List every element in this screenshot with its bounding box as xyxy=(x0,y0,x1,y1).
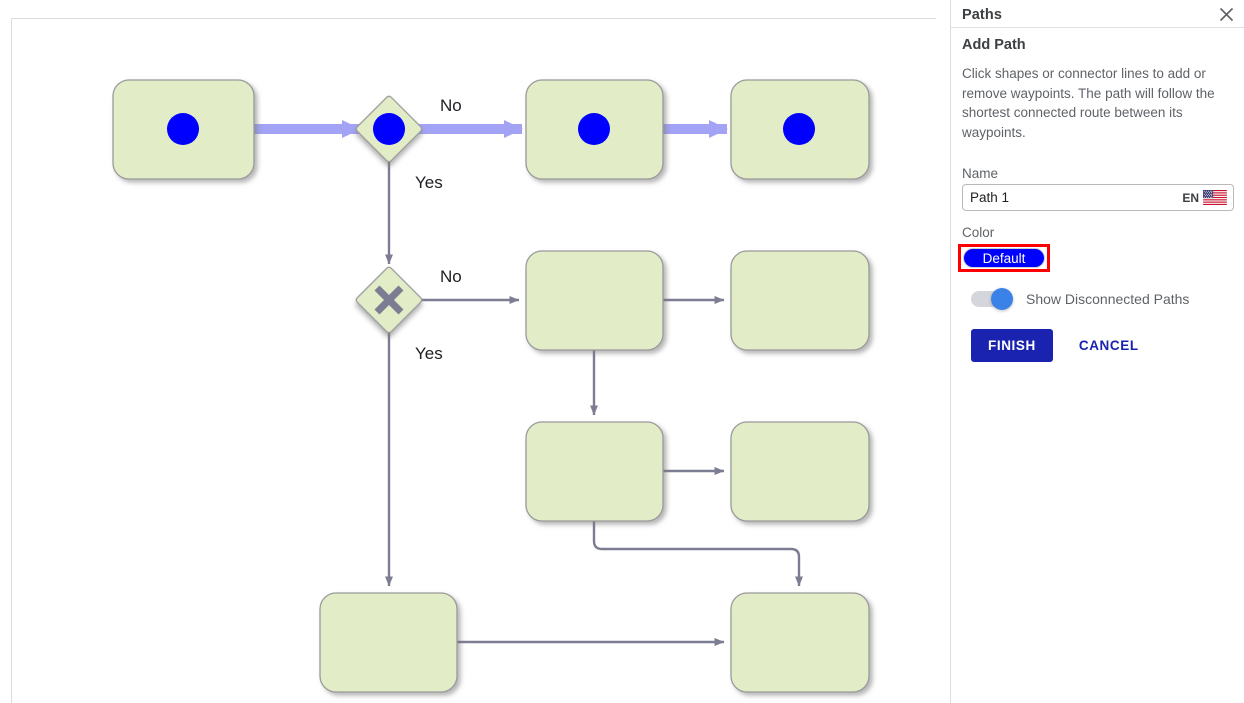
edge-label-yes-1: Yes xyxy=(415,173,443,192)
shape-task-4-1[interactable] xyxy=(319,592,458,693)
show-disconnected-paths-toggle[interactable] xyxy=(971,288,1013,310)
name-field-wrapper[interactable]: EN xyxy=(962,184,1234,211)
show-disconnected-paths-row[interactable]: Show Disconnected Paths xyxy=(971,288,1230,310)
flowchart-diagram[interactable]: No Yes No Yes xyxy=(0,0,950,703)
color-swatch-button[interactable]: Default xyxy=(963,248,1045,268)
panel-title: Paths xyxy=(962,7,1002,23)
waypoint-marker[interactable] xyxy=(578,113,610,145)
finish-button[interactable]: FINISH xyxy=(971,329,1053,362)
shape-task-2-2[interactable] xyxy=(730,250,870,351)
panel-header: Paths xyxy=(951,0,1244,28)
diagram-canvas[interactable]: No Yes No Yes xyxy=(0,0,950,703)
shape-task-1-1[interactable] xyxy=(112,79,255,180)
close-icon[interactable] xyxy=(1214,2,1238,26)
canvas-vertical-scrollbar[interactable] xyxy=(936,0,950,703)
shape-gateway-2[interactable] xyxy=(355,266,423,334)
panel-action-buttons: FINISH CANCEL xyxy=(971,329,1230,362)
language-code-label: EN xyxy=(1182,190,1199,205)
name-input[interactable] xyxy=(970,185,1183,210)
shape-task-2-1[interactable] xyxy=(525,250,664,351)
shape-task-3-1[interactable] xyxy=(525,421,664,522)
shape-task-4-2[interactable] xyxy=(730,592,870,693)
show-disconnected-paths-label: Show Disconnected Paths xyxy=(1026,291,1190,307)
cancel-button[interactable]: CANCEL xyxy=(1073,329,1145,362)
add-path-description: Click shapes or connector lines to add o… xyxy=(962,66,1215,140)
edge-label-no-1: No xyxy=(440,96,462,115)
color-highlight-box: Default xyxy=(958,244,1050,272)
panel-body: Add Path Click shapes or connector lines… xyxy=(951,28,1244,362)
add-path-heading: Add Path xyxy=(962,37,1026,53)
toggle-knob xyxy=(991,288,1013,310)
color-field-label: Color xyxy=(962,225,995,240)
shape-task-1-3[interactable] xyxy=(730,79,870,180)
edge-label-no-2: No xyxy=(440,267,462,286)
shape-task-1-2[interactable] xyxy=(525,79,664,180)
waypoint-marker[interactable] xyxy=(167,113,199,145)
shape-task-3-2[interactable] xyxy=(730,421,870,522)
waypoint-marker[interactable] xyxy=(783,113,815,145)
waypoint-marker[interactable] xyxy=(373,113,405,145)
us-flag-icon xyxy=(1203,190,1227,205)
shape-gateway-1[interactable] xyxy=(355,95,423,163)
connector-task31-task42[interactable] xyxy=(592,521,803,587)
cross-icon xyxy=(374,285,404,315)
name-field-label: Name xyxy=(962,166,999,181)
connector-group xyxy=(385,160,803,646)
edge-label-yes-2: Yes xyxy=(415,344,443,363)
paths-panel: Paths Add Path Click shapes or connector… xyxy=(950,0,1244,703)
